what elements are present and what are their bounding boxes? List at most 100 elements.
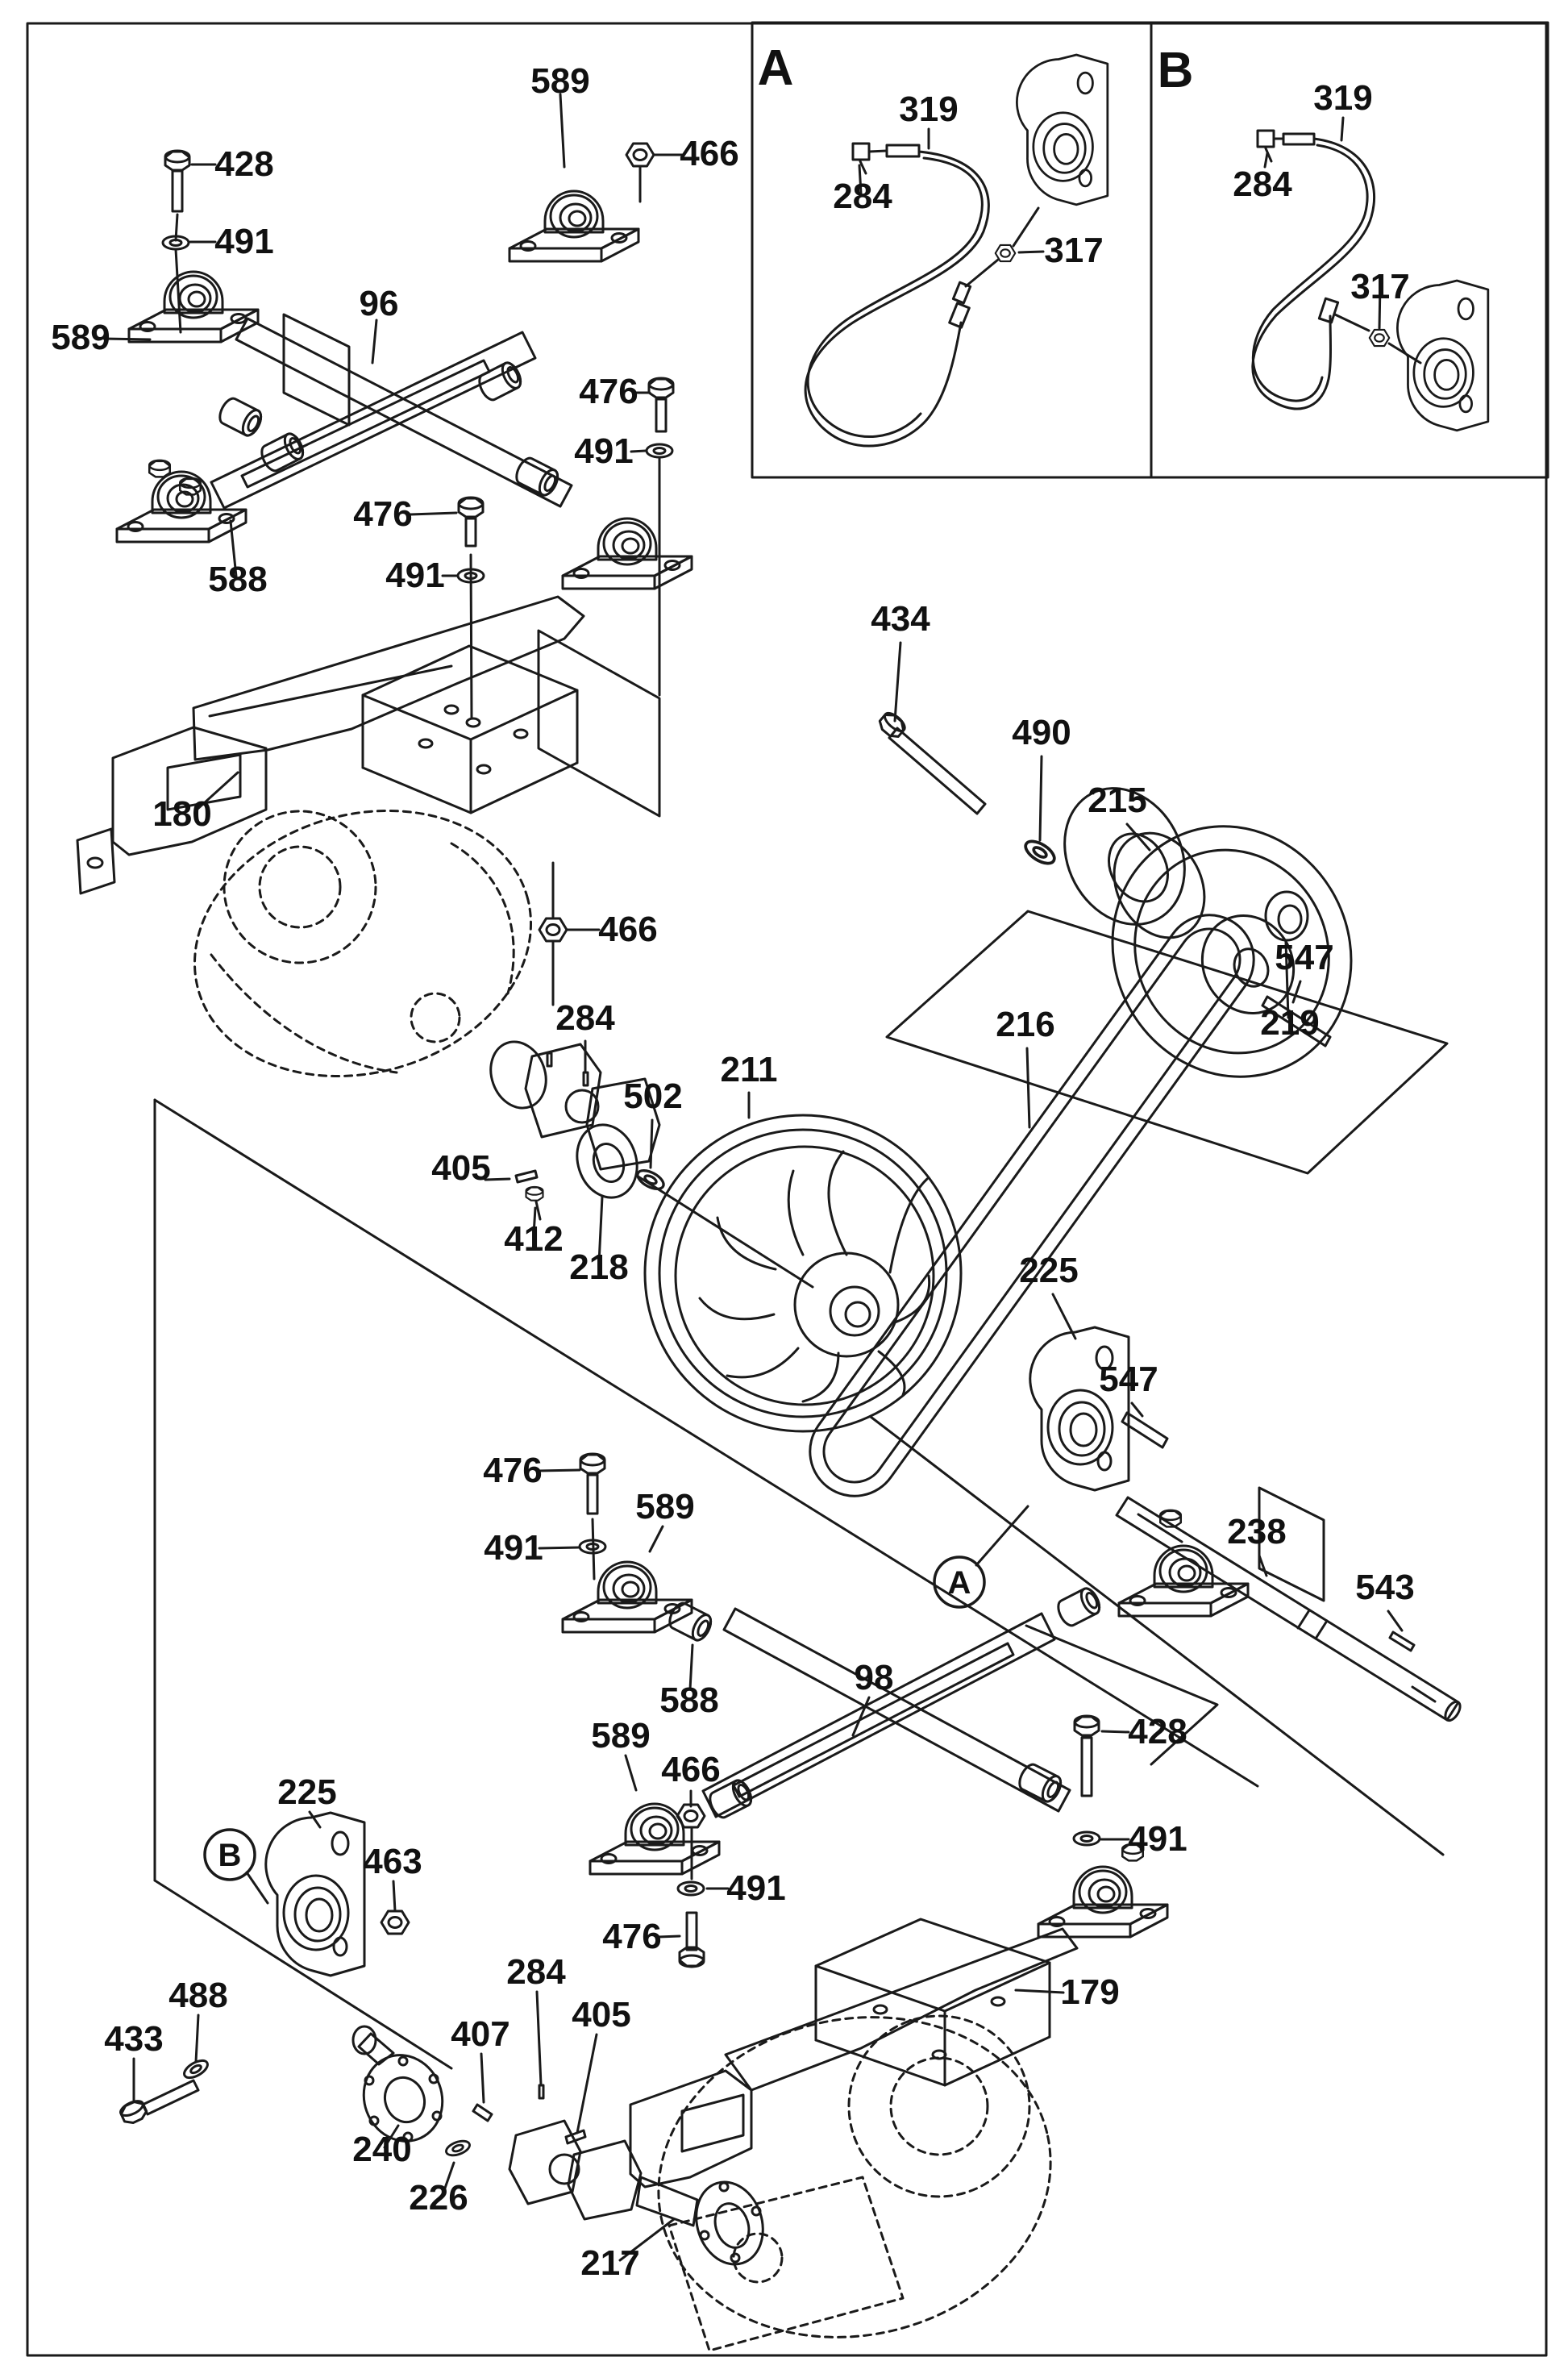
inset-A: A 319 284 317	[751, 21, 1153, 479]
inset-B-housing	[1396, 279, 1490, 432]
bolt-412	[525, 1185, 544, 1221]
drawing-border	[26, 22, 1548, 2357]
flange-housing-225-lower	[264, 1811, 366, 1977]
drive-pulley-211	[643, 1114, 963, 1433]
part-label-284-mid: 284	[555, 998, 615, 1038]
part-labels: 589 466 428 491 96 589 476 491 588 476 4…	[51, 61, 1414, 2283]
part-label-428-a: 428	[214, 144, 273, 184]
part-label-407: 407	[451, 2014, 509, 2054]
fastener-set	[161, 142, 1101, 1968]
frame-179	[629, 1918, 1079, 2189]
part-label-180: 180	[152, 794, 211, 834]
part-label-488: 488	[168, 1976, 227, 2015]
part-label-476-a: 476	[579, 372, 638, 411]
bearing-housing-axle98-lowerright	[1037, 1865, 1169, 1939]
pin-405-upper	[514, 1169, 539, 1184]
part-label-215: 215	[1088, 781, 1146, 820]
leader-lines	[102, 93, 1404, 2262]
part-label-463: 463	[363, 1842, 422, 1881]
part-label-589-a: 589	[530, 61, 589, 101]
bearing-housing-589-top	[508, 189, 640, 263]
flange-housing-225-upper	[1029, 1326, 1130, 1492]
washer-226	[443, 2137, 473, 2159]
part-label-588-a: 588	[208, 560, 267, 599]
part-label-490: 490	[1012, 713, 1071, 752]
part-label-226: 226	[409, 2178, 468, 2218]
part-label-476-e: 476	[602, 1917, 661, 1956]
part-label-491-f: 491	[1128, 1819, 1187, 1859]
part-label-405-a: 405	[431, 1148, 490, 1188]
part-label-589-b: 589	[51, 318, 110, 357]
pin-407	[472, 2103, 493, 2122]
view-callout-B: B	[203, 1828, 256, 1881]
inset-B-label-319: 319	[1313, 78, 1372, 118]
part-label-476-c: 476	[483, 1451, 542, 1490]
part-label-428-b: 428	[1128, 1712, 1187, 1751]
engine-1-phantom	[193, 809, 533, 1078]
part-label-225-b: 225	[277, 1772, 336, 1812]
frame-180	[76, 595, 585, 895]
bushing-219	[1264, 890, 1309, 942]
view-callout-A-letter: A	[948, 1565, 971, 1601]
bolt-434	[875, 708, 987, 815]
engine-2-phantom	[657, 2014, 1052, 2352]
part-label-240: 240	[352, 2130, 411, 2169]
part-label-589-l: 589	[591, 1716, 650, 1755]
part-label-433: 433	[104, 2019, 163, 2059]
shaft-238	[1115, 1496, 1462, 1722]
bearing-housing-lower-right	[561, 517, 693, 590]
part-label-491-c: 491	[385, 556, 444, 595]
inset-A-label-317: 317	[1044, 231, 1103, 270]
view-callout-A: A	[933, 1555, 986, 1609]
hub-240	[351, 2025, 444, 2143]
part-label-589-c: 589	[635, 1487, 694, 1526]
part-label-588-b: 588	[659, 1680, 718, 1720]
part-label-491-b: 491	[574, 431, 633, 471]
bearing-housing-589-axle98-upper	[561, 1560, 693, 1634]
inset-B-letter: B	[1158, 43, 1194, 98]
pin-543	[1388, 1630, 1416, 1652]
axle-assembly-98	[561, 1509, 1250, 1939]
u-joint-mid	[489, 1040, 814, 1289]
axle-assembly-96	[115, 189, 693, 590]
part-label-98: 98	[855, 1658, 894, 1697]
part-label-211: 211	[721, 1050, 778, 1089]
bearing-housing-589-axle98-lower	[589, 1802, 721, 1876]
part-label-412: 412	[504, 1219, 563, 1259]
part-label-466-d: 466	[661, 1750, 720, 1789]
v-belt-216	[809, 914, 1255, 1497]
key-547-upper	[1261, 995, 1332, 1047]
washer-490	[1020, 835, 1060, 869]
part-label-547-a: 547	[1275, 938, 1333, 977]
part-label-217: 217	[580, 2243, 639, 2283]
nut-463	[380, 1909, 410, 1935]
inset-B-label-284: 284	[1233, 165, 1292, 204]
part-label-216: 216	[996, 1005, 1054, 1044]
part-label-179: 179	[1060, 1972, 1119, 2012]
part-label-502: 502	[623, 1077, 682, 1116]
bolt-433	[117, 2079, 200, 2127]
part-label-476-b: 476	[353, 494, 412, 534]
part-label-225-a: 225	[1019, 1251, 1078, 1290]
reference-lines	[153, 213, 1449, 2070]
inset-B-cable-319	[1251, 129, 1422, 410]
part-label-547-b: 547	[1099, 1360, 1158, 1399]
inset-A-letter: A	[758, 40, 794, 96]
bearing-housing-589-left	[127, 270, 260, 344]
inset-A-label-319: 319	[899, 90, 958, 129]
inset-B: B 319 284 317	[1150, 21, 1549, 479]
part-label-466-b: 466	[598, 910, 657, 949]
part-label-434: 434	[871, 599, 930, 639]
part-label-405-b: 405	[572, 1995, 630, 2034]
view-callout-B-letter: B	[218, 1838, 242, 1873]
part-label-96: 96	[360, 284, 399, 323]
inset-A-housing	[1016, 53, 1109, 206]
part-label-238: 238	[1227, 1512, 1286, 1551]
inset-B-label-317: 317	[1350, 267, 1409, 306]
part-label-543: 543	[1355, 1568, 1414, 1607]
part-label-218: 218	[569, 1247, 628, 1287]
key-547-lower	[1121, 1411, 1169, 1449]
part-label-491-g: 491	[726, 1868, 785, 1908]
part-label-491-a: 491	[214, 222, 273, 261]
